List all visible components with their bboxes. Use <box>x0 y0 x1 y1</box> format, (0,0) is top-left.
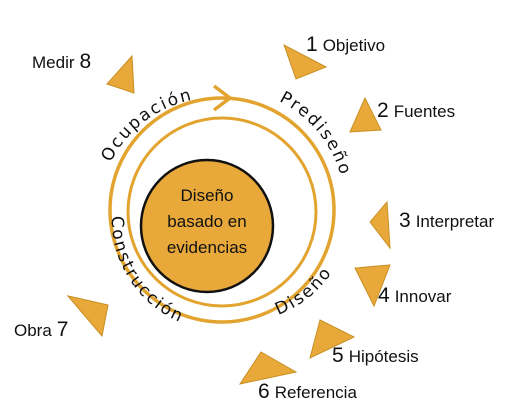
step-3-triangle <box>369 200 391 250</box>
step-4-triangle <box>354 264 391 308</box>
phase-prediseno: Prediseño <box>276 88 355 179</box>
cycle-arrowhead <box>212 84 233 112</box>
step-1-triangle <box>283 43 328 80</box>
cycle-ring <box>108 96 336 324</box>
inner-ring <box>126 116 318 308</box>
center-line-2: basado en <box>167 212 246 231</box>
step-8-triangle <box>106 54 135 94</box>
step-6-triangle <box>238 351 298 385</box>
step-2-triangle <box>349 96 382 133</box>
center-disc <box>139 158 275 294</box>
center-line-1: Diseño <box>181 186 234 205</box>
center-line-3: evidencias <box>167 238 247 257</box>
phase-diseno: Diseño <box>272 263 336 320</box>
step-7-triangle <box>66 295 109 338</box>
phase-ocupacion: Ocupación <box>97 85 195 165</box>
step-5-triangle <box>309 319 356 359</box>
